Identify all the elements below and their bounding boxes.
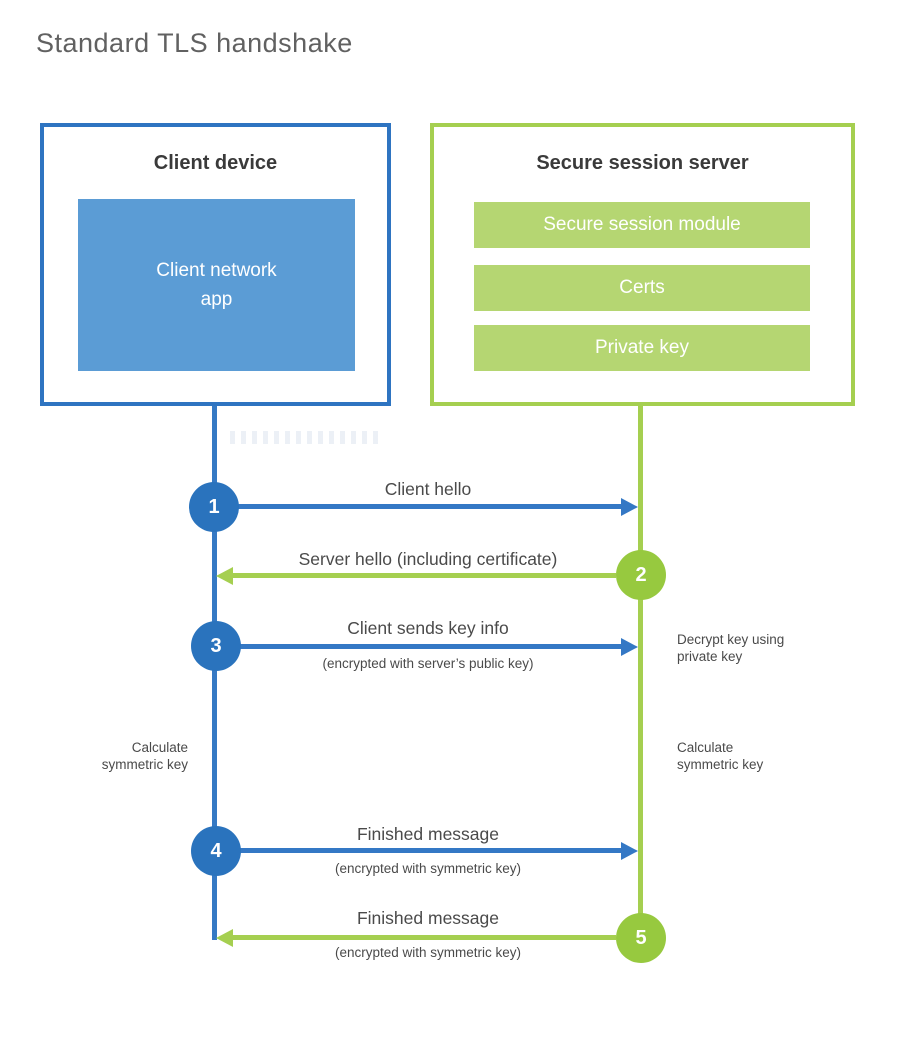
msg4-sublabel: (encrypted with symmetric key): [334, 861, 522, 876]
note-server-calc-line1: Calculate: [677, 740, 734, 755]
msg1-label: Client hello: [384, 479, 472, 499]
server-lifeline: [638, 406, 643, 938]
msg2-arrowhead-left-icon: [216, 567, 233, 585]
msg1-arrowhead-right-icon: [621, 498, 638, 516]
note-server-calculate-symmetric-key: Calculate symmetric key: [677, 739, 847, 773]
note-decrypt-key: Decrypt key using private key: [677, 631, 847, 665]
client-device-box: Client device Client network app: [40, 123, 391, 406]
private-key-bar: Private key: [474, 325, 810, 371]
msg5-label: Finished message: [356, 908, 500, 928]
note-decrypt-key-line1: Decrypt key using: [677, 632, 785, 647]
note-server-calc-line2: symmetric key: [677, 757, 764, 772]
note-client-calc-line2: symmetric key: [101, 757, 188, 772]
msg4-label: Finished message: [356, 824, 500, 844]
msg2-label: Server hello (including certificate): [298, 549, 558, 569]
step-1-badge: 1: [189, 482, 239, 532]
step-3-badge: 3: [191, 621, 241, 671]
step-5-badge: 5: [616, 913, 666, 963]
client-device-title: Client device: [153, 152, 278, 174]
client-network-app-box: Client network app: [78, 199, 355, 371]
msg1-arrow-line: [238, 504, 622, 509]
msg5-arrowhead-left-icon: [216, 929, 233, 947]
msg3-sublabel: (encrypted with server’s public key): [322, 656, 534, 671]
page-title: Standard TLS handshake: [36, 28, 353, 58]
note-client-calculate-symmetric-key: Calculate symmetric key: [40, 739, 188, 773]
secure-session-server-box: Secure session server Secure session mod…: [430, 123, 855, 406]
msg5-sublabel: (encrypted with symmetric key): [334, 945, 522, 960]
faint-dashed-artifact: [230, 431, 382, 444]
client-lifeline: [212, 406, 217, 940]
step-4-badge: 4: [191, 826, 241, 876]
secure-session-module-bar: Secure session module: [474, 202, 810, 248]
msg4-arrowhead-right-icon: [621, 842, 638, 860]
client-app-label-line2: app: [200, 289, 233, 310]
client-app-label-line1: Client network: [156, 259, 277, 281]
msg5-arrow-line: [233, 935, 616, 940]
msg3-label: Client sends key info: [347, 618, 509, 638]
certs-bar: Certs: [474, 265, 810, 311]
msg2-arrow-line: [233, 573, 616, 578]
note-decrypt-key-line2: private key: [677, 649, 743, 664]
msg3-arrowhead-right-icon: [621, 638, 638, 656]
server-title: Secure session server: [536, 152, 749, 174]
msg4-arrow-line: [240, 848, 622, 853]
step-2-badge: 2: [616, 550, 666, 600]
msg3-arrow-line: [240, 644, 622, 649]
note-client-calc-line1: Calculate: [131, 740, 188, 755]
